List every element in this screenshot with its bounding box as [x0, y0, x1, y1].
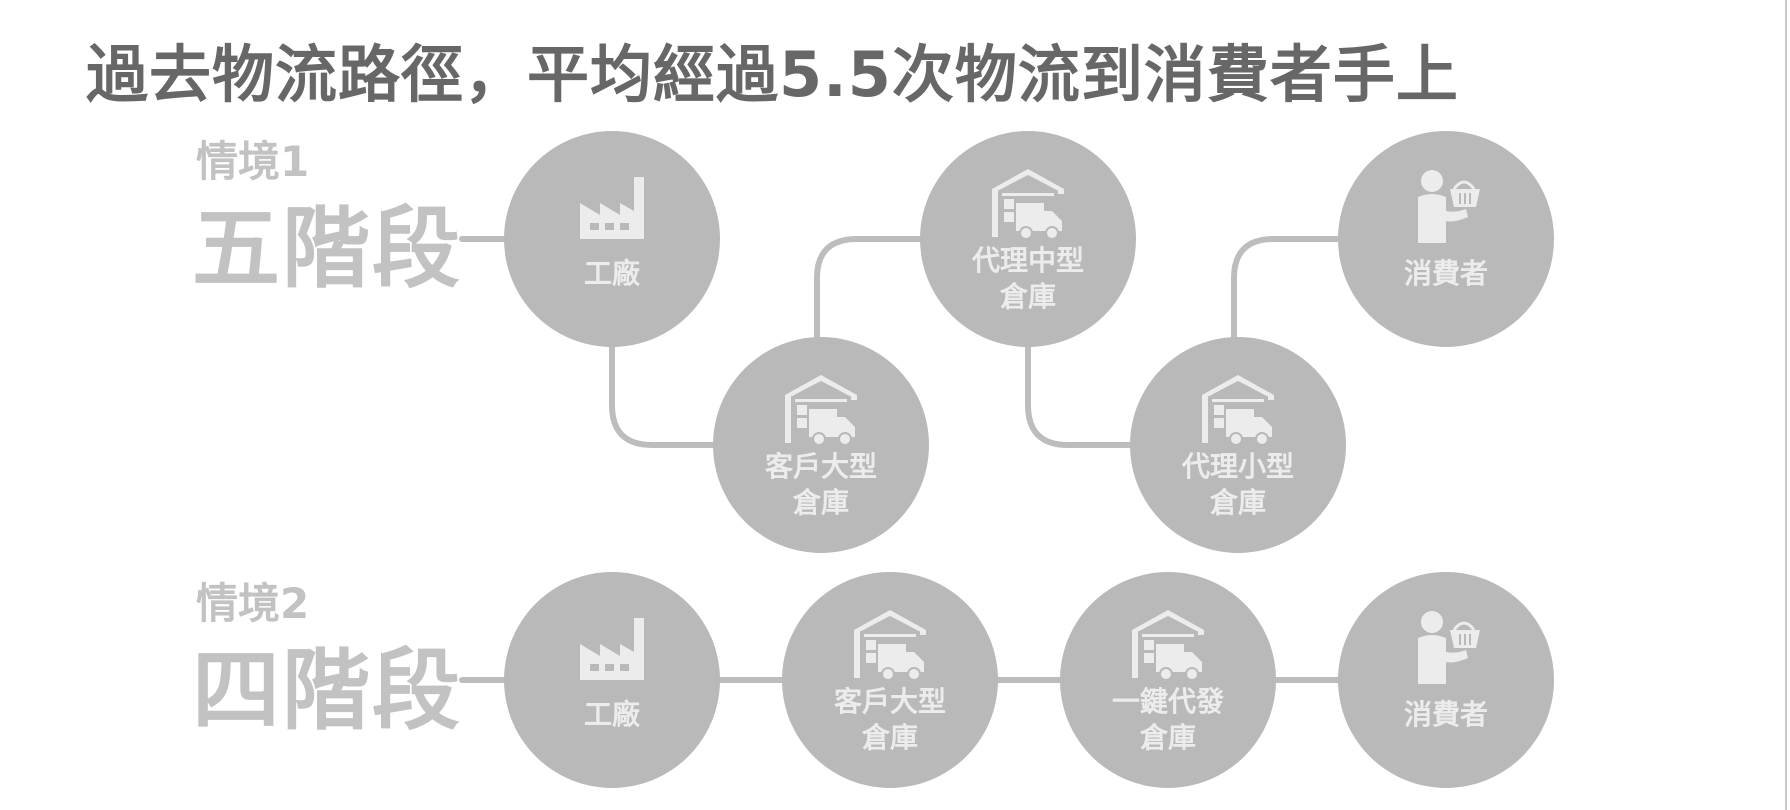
node-label: 代理中型倉庫 — [971, 244, 1084, 313]
scenario2-sub-label: 情境2 — [196, 579, 310, 628]
node-label: 客戶大型倉庫 — [764, 450, 877, 519]
connector-s1-factory-customer — [609, 344, 716, 448]
connector-s1-customer-agentmid — [814, 236, 923, 340]
node-s2-consumer: 消費者 — [1338, 572, 1554, 788]
warehouse-truck-icon — [1200, 373, 1276, 447]
node-s1-factory: 工廠 — [504, 131, 720, 347]
node-label: 工廠 — [583, 698, 640, 731]
node-label: 消費者 — [1403, 698, 1488, 731]
right-divider — [1785, 0, 1787, 810]
node-label: 客戶大型倉庫 — [833, 685, 946, 754]
warehouse-truck-icon — [990, 167, 1066, 241]
warehouse-truck-icon — [852, 608, 928, 682]
node-label: 消費者 — [1403, 257, 1488, 290]
scenario1-main-label: 五階段 — [192, 197, 463, 300]
factory-icon — [580, 618, 644, 680]
node-s1-consumer: 消費者 — [1338, 131, 1554, 347]
node-s2-factory: 工廠 — [504, 572, 720, 788]
connector-s1-agentsmall-consumer — [1231, 236, 1341, 340]
warehouse-truck-icon — [783, 373, 859, 447]
node-s1-customer-warehouse: 客戶大型倉庫 — [713, 337, 929, 553]
factory-icon — [580, 177, 644, 239]
connector-s1-agentmid-agentsmall — [1025, 344, 1133, 448]
warehouse-truck-icon — [1130, 608, 1206, 682]
scenario2-main-label: 四階段 — [192, 639, 463, 742]
node-label: 代理小型倉庫 — [1181, 450, 1294, 519]
node-label: 工廠 — [583, 257, 640, 290]
node-label: 一鍵代發倉庫 — [1111, 685, 1224, 754]
node-s2-dropship-warehouse: 一鍵代發倉庫 — [1060, 572, 1276, 788]
node-s1-agent-mid-warehouse: 代理中型倉庫 — [920, 131, 1136, 347]
consumer-basket-icon — [1416, 168, 1482, 245]
consumer-basket-icon — [1416, 609, 1482, 686]
scenario1-sub-label: 情境1 — [196, 137, 310, 186]
node-s1-agent-small-warehouse: 代理小型倉庫 — [1130, 337, 1346, 553]
page-title: 過去物流路徑，平均經過5.5次物流到消費者手上 — [86, 38, 1459, 111]
node-s2-customer-warehouse: 客戶大型倉庫 — [782, 572, 998, 788]
